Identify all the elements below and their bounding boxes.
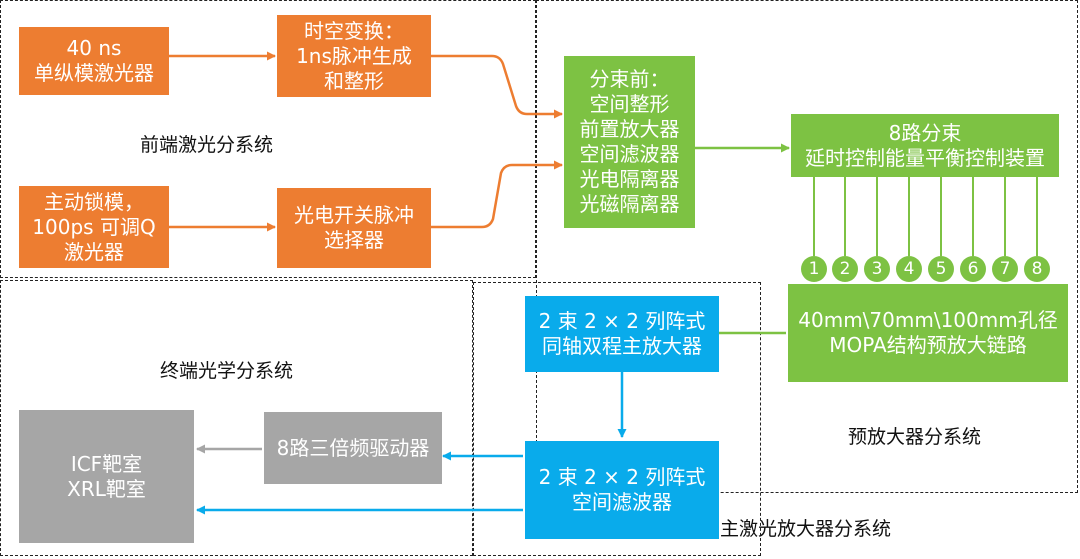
pre-beam-split-box: 分束前： 空间整形 前置放大器 空间滤波器 光电隔离器 光磁隔离器 [564, 56, 695, 228]
mopa-preamp-box: 40mm\70mm\100mm孔径 MOPA结构预放大链路 [788, 284, 1068, 382]
single-mode-laser-box: 40 ns 单纵模激光器 [19, 27, 169, 95]
front-end-region [0, 0, 536, 278]
terminal-optics-label: 终端光学分系统 [160, 360, 294, 382]
arrow-selector-to-prebeam [431, 160, 563, 229]
main-amp-region [473, 282, 761, 556]
channel-badge-3: 3 [864, 256, 890, 282]
preamp-label: 预放大器分系统 [848, 426, 982, 448]
spacetime-transform-box: 时空变换： 1ns脉冲生成 和整形 [277, 15, 431, 97]
preamp-region [536, 0, 1078, 493]
channel-badge-5: 5 [928, 256, 954, 282]
channel-badge-2: 2 [832, 256, 858, 282]
main-amp-label: 主激光放大器分系统 [720, 518, 892, 540]
channel-badge-6: 6 [960, 256, 986, 282]
terminal-optics-region [0, 280, 473, 556]
channel-badge-8: 8 [1024, 256, 1050, 282]
channel-badge-7: 7 [992, 256, 1018, 282]
channel-badge-4: 4 [896, 256, 922, 282]
front-end-label: 前端激光分系统 [140, 134, 274, 156]
pulse-selector-box: 光电开关脉冲 选择器 [277, 188, 431, 268]
eight-way-split-box: 8路分束 延时控制能量平衡控制装置 [791, 114, 1059, 177]
target-chamber-box: ICF靶室 XRL靶室 [19, 410, 194, 543]
mode-locked-laser-box: 主动锁模， 100ps 可调Q 激光器 [19, 186, 169, 268]
main-amplifier-box: 2 束 2 × 2 列阵式 同轴双程主放大器 [525, 296, 719, 372]
arrow-spacetime-to-prebeam [431, 54, 563, 119]
spatial-filter-box: 2 束 2 × 2 列阵式 空间滤波器 [525, 441, 719, 539]
frequency-tripler-box: 8路三倍频驱动器 [264, 412, 442, 484]
channel-badge-1: 1 [801, 256, 827, 282]
